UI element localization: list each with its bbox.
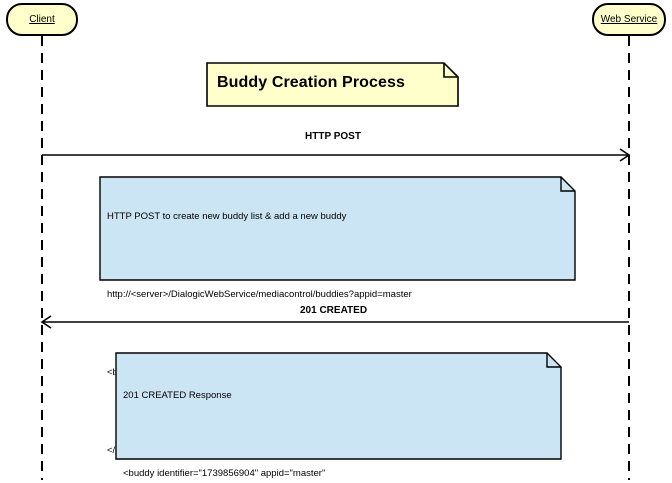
arrowhead-201-created <box>40 315 52 329</box>
note-201-created-response: 201 CREATED Response <buddy identifier="… <box>115 352 562 479</box>
lifeline-head-client[interactable]: Client <box>6 3 78 36</box>
note-title: Buddy Creation Process <box>206 62 459 107</box>
request-url: http://<server>/DialogicWebService/media… <box>107 289 412 300</box>
message-label-http-post: HTTP POST <box>305 131 361 142</box>
request-spacer-2 <box>107 327 566 340</box>
note-http-post-request: HTTP POST to create new buddy list & add… <box>99 176 576 456</box>
note-201-created-response-text: 201 CREATED Response <buddy identifier="… <box>123 363 552 483</box>
note-title-text: Buddy Creation Process <box>217 74 406 91</box>
arrowhead-http-post <box>619 148 631 162</box>
lifeline-head-web-service[interactable]: Web Service <box>592 3 666 36</box>
response-spacer-1 <box>123 428 552 441</box>
response-xml-line-1: <buddy identifier="1739856904" appid="ma… <box>123 468 326 479</box>
note-201-created-response-shape <box>115 352 562 460</box>
request-spacer-1 <box>107 249 566 262</box>
lifeline-label-web-service: Web Service <box>600 13 658 25</box>
note-http-post-request-shape <box>99 176 576 281</box>
response-heading: 201 CREATED Response <box>123 390 232 401</box>
message-label-201-created: 201 CREATED <box>300 305 368 316</box>
request-heading: HTTP POST to create new buddy list & add… <box>107 211 347 222</box>
note-title-shape <box>206 62 459 107</box>
lifeline-label-client: Client <box>29 13 55 25</box>
